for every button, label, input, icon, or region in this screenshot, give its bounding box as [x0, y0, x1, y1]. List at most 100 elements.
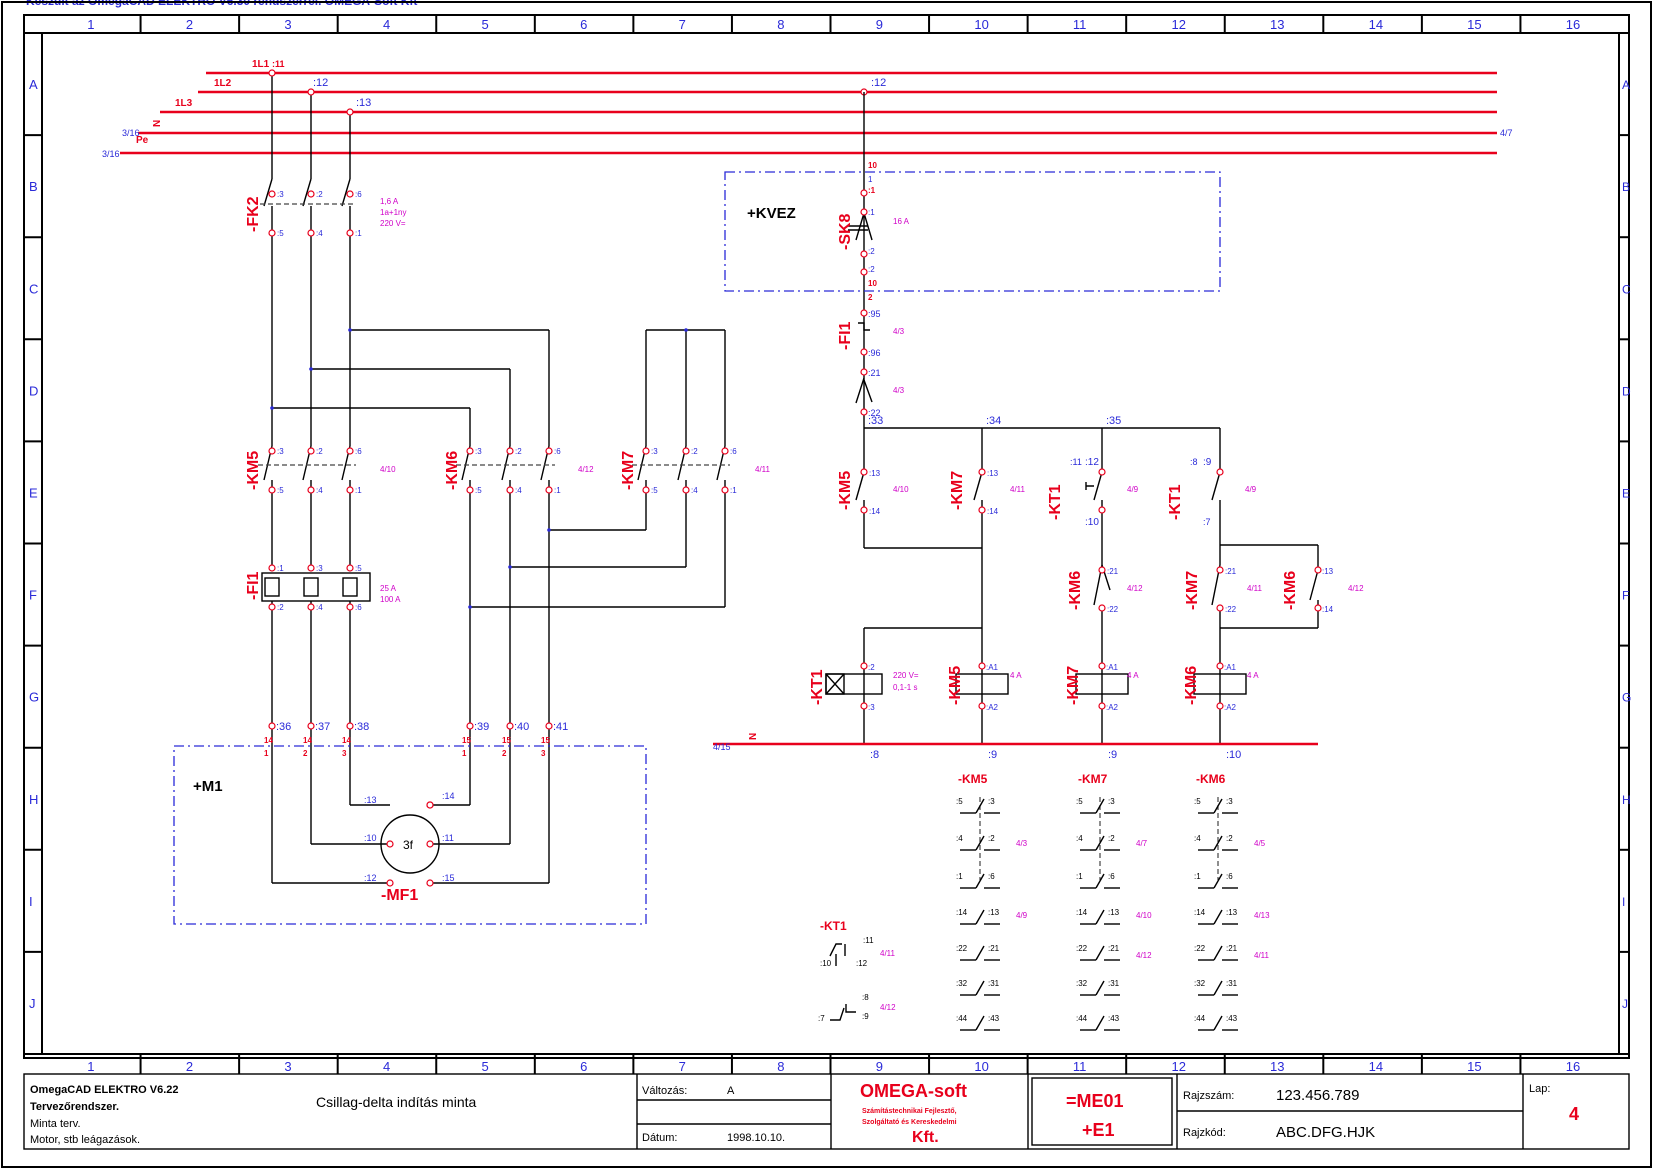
- xref-2-r6: :43: [1226, 1014, 1238, 1023]
- motor-t14: :14: [442, 791, 455, 801]
- km6g-label: -KM6: [1282, 571, 1299, 610]
- terminal-3: :39: [474, 721, 489, 733]
- tb-location1: =ME01: [1066, 1091, 1124, 1111]
- nbus-ref-0: :8: [870, 749, 879, 761]
- fk2-label: -FK2: [245, 196, 262, 232]
- tb-sheet-label: Lap:: [1529, 1083, 1550, 1095]
- km6-t2: :6: [554, 447, 561, 456]
- km6coil-spec: 4 A: [1247, 671, 1259, 680]
- xref-0-l4: :22: [956, 944, 968, 953]
- tb-software: OmegaCAD ELEKTRO V6.22: [30, 1084, 179, 1096]
- km5-t3: :5: [277, 486, 284, 495]
- ref-n: 3/16: [122, 128, 140, 138]
- row-label-right-G: G: [1622, 691, 1631, 705]
- km6f-label: -KM6: [1067, 571, 1084, 610]
- xref-1-r2: :6: [1108, 872, 1115, 881]
- fi1-t1: :3: [316, 564, 323, 573]
- column-label-15: 15: [1467, 17, 1481, 32]
- power-buses: 1L1 :11 1L2 :12 1L3 :13 N Pe 3/16 3/16 4…: [102, 59, 1513, 159]
- core-3: 1: [462, 749, 467, 758]
- xref-ref-2-2: 4/11: [1254, 951, 1270, 960]
- xref-ref-2-1: 4/13: [1254, 911, 1270, 920]
- km6-t4: :4: [515, 486, 522, 495]
- xref-ref-1-0: 4/7: [1136, 839, 1148, 848]
- column-label-bottom-14: 14: [1369, 1059, 1383, 1074]
- row-label-right-E: E: [1622, 486, 1630, 500]
- xref-2-l1: :4: [1194, 834, 1201, 843]
- xref-1-l0: :5: [1076, 797, 1083, 806]
- xref-0-r0: :3: [988, 797, 995, 806]
- ref-1l1: :11: [272, 59, 285, 69]
- km6coil-a1: :A1: [1224, 663, 1237, 672]
- km7-label: -KM7: [620, 451, 637, 490]
- cable-5: 15: [541, 736, 550, 745]
- xref-0-r6: :43: [988, 1014, 1000, 1023]
- column-label-bottom-10: 10: [974, 1059, 988, 1074]
- km7c-t14: :14: [987, 507, 999, 516]
- fi1-t0: :1: [277, 564, 284, 573]
- xref-2-r5: :31: [1226, 979, 1238, 988]
- column-label-3: 3: [284, 17, 291, 32]
- km5-ref: 4/10: [380, 465, 396, 474]
- column-label-12: 12: [1171, 17, 1185, 32]
- km5c-ref: 4/10: [893, 485, 909, 494]
- km6f-t22: :22: [1107, 605, 1119, 614]
- tb-company-line2: Szolgáltató és Kereskedelmi: [862, 1119, 957, 1126]
- kt1coil-spec1: 220 V=: [893, 671, 919, 680]
- power-terminal-labels: :3:5:2:4:6:1:3:5:2:4:6:1:3:5:2:4:6:1:3:5…: [264, 69, 868, 887]
- fi1-label: -FI1: [245, 571, 262, 600]
- sk8-t0: 10: [868, 161, 877, 170]
- motor-type: 3f: [403, 838, 414, 852]
- control-circuit: +KVEZ -SK8 16 A -FI1 4/3 4/3 N 4/15 -KM5…: [713, 92, 1364, 761]
- km7-t1: :2: [691, 447, 698, 456]
- fi1c-label: -FI1: [837, 321, 854, 350]
- column-grid: 1122334455667788991010111112121313141415…: [87, 15, 1580, 1074]
- ref-pe: 3/16: [102, 149, 120, 159]
- xref-1-l6: :44: [1076, 1014, 1088, 1023]
- row-label-H: H: [29, 792, 38, 807]
- row-label-right-J: J: [1622, 997, 1628, 1011]
- km7f-ref: 4/11: [1247, 584, 1263, 593]
- motor-t10: :10: [364, 833, 377, 843]
- column-label-4: 4: [383, 17, 390, 32]
- kt1a-label: -KT1: [1047, 484, 1064, 520]
- column-label-10: 10: [974, 17, 988, 32]
- column-label-bottom-5: 5: [482, 1059, 489, 1074]
- motor-t13: :13: [364, 795, 377, 805]
- xref-ref-1-1: 4/10: [1136, 911, 1152, 920]
- motor-t12: :12: [364, 873, 377, 883]
- km6coil-a2: :A2: [1224, 703, 1237, 712]
- xref-ref-0-0: 4/3: [1016, 839, 1028, 848]
- km5-t5: :1: [355, 486, 362, 495]
- xref-0-l5: :32: [956, 979, 968, 988]
- km7c-ref: 4/11: [1010, 485, 1026, 494]
- tb-code-label: Rajzkód:: [1183, 1127, 1226, 1139]
- core-5: 3: [541, 749, 546, 758]
- km7f-t21: :21: [1225, 567, 1237, 576]
- tb-sheet-value: 4: [1569, 1104, 1579, 1124]
- column-label-bottom-13: 13: [1270, 1059, 1284, 1074]
- column-label-bottom-4: 4: [383, 1059, 390, 1074]
- column-label-14: 14: [1369, 17, 1383, 32]
- ref-n2: 4/15: [713, 742, 731, 752]
- terminal-1: :37: [315, 721, 330, 733]
- row-label-E: E: [29, 485, 38, 500]
- row-label-right-A: A: [1622, 78, 1630, 92]
- xref-2-r0: :3: [1226, 797, 1233, 806]
- km6-t0: :3: [475, 447, 482, 456]
- motor-box-label: +M1: [193, 778, 223, 795]
- xref-1-r5: :31: [1108, 979, 1120, 988]
- km5-t0: :3: [277, 447, 284, 456]
- kt1x-t10: :10: [820, 959, 832, 968]
- column-label-11: 11: [1073, 17, 1087, 32]
- tb-company-kft: Kft.: [912, 1129, 939, 1146]
- fk2-spec3: 220 V=: [380, 219, 406, 228]
- sk8-t7: 2: [868, 293, 873, 302]
- node-33: :33: [868, 415, 883, 427]
- xref-title-0: -KM5: [958, 772, 988, 786]
- km7coil-a1: :A1: [1106, 663, 1119, 672]
- km6-coil: [1193, 673, 1247, 695]
- c21-t21: :21: [868, 368, 881, 378]
- km5-coil: [955, 673, 1009, 695]
- kt1x-t12: :12: [856, 959, 868, 968]
